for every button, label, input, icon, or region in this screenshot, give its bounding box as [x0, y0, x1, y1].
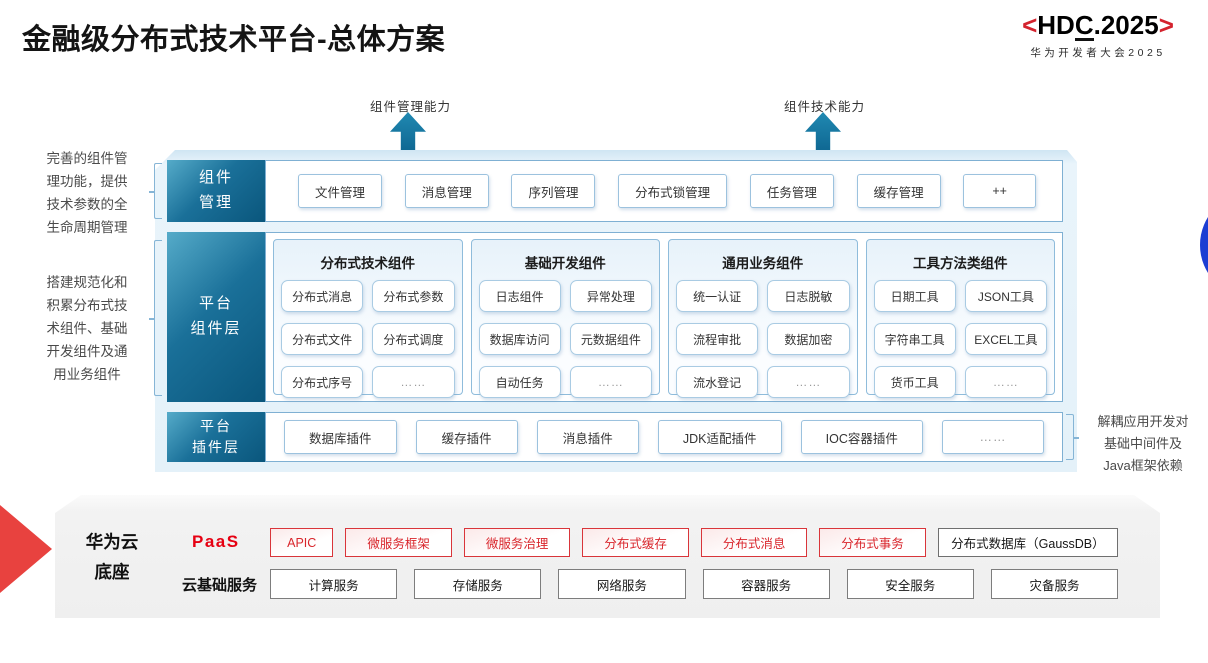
cloud-service-box: 灾备服务 [990, 569, 1119, 599]
component-group: 通用业务组件统一认证日志脱敏流程审批数据加密流水登记…… [668, 239, 858, 398]
group-grid: 分布式消息分布式参数分布式文件分布式调度分布式序号…… [281, 280, 455, 398]
component-pill: 字符串工具 [873, 323, 956, 355]
left-bracket-icon [149, 240, 162, 396]
left-note-platform-components: 搭建规范化和 积累分布式技 术组件、基础 开发组件及通 用业务组件 [46, 275, 128, 382]
component-box: 消息管理 [404, 174, 489, 208]
component-pill: 日志组件 [478, 280, 561, 312]
hdc-logo-text: <HDC.2025> [1022, 10, 1174, 41]
component-group: 分布式技术组件分布式消息分布式参数分布式文件分布式调度分布式序号…… [273, 239, 463, 398]
up-arrow-icon [390, 112, 426, 154]
component-pill: 分布式序号 [281, 366, 364, 398]
up-arrow-icon [805, 112, 841, 154]
paas-box: 微服务治理 [463, 528, 571, 557]
red-arrow-icon [0, 505, 52, 593]
cloud-service-box: 存储服务 [414, 569, 542, 599]
cloud-services-label: 云基础服务 [182, 577, 258, 594]
paas-box: APIC [270, 528, 334, 557]
component-box: 任务管理 [749, 174, 834, 208]
plugin-box: JDK适配插件 [657, 420, 782, 454]
group-title: 基础开发组件 [524, 256, 606, 271]
plugin-box: 数据库插件 [284, 420, 397, 454]
hdc-logo: <HDC.2025> 华为开发者大会2025 [998, 10, 1198, 60]
row-label-platform-components: 平台 组件层 [167, 232, 265, 402]
component-pill: 元数据组件 [569, 323, 652, 355]
component-pill: 流程审批 [676, 323, 759, 355]
component-pill: 分布式消息 [281, 280, 364, 312]
component-pill: …… [767, 366, 850, 398]
capability-label-management: 组件管理能力 [370, 100, 452, 114]
blue-circle-decoration-icon [1200, 192, 1208, 298]
paas-label: PaaS [192, 532, 240, 551]
component-pill: 日志脱敏 [767, 280, 850, 312]
hdc-logo-subtitle: 华为开发者大会2025 [1030, 47, 1166, 59]
paas-box: 分布式事务 [819, 528, 926, 557]
component-pill: 分布式参数 [372, 280, 455, 312]
component-pill: JSON工具 [964, 280, 1047, 312]
component-pill: 分布式文件 [281, 323, 364, 355]
component-pill: 流水登记 [676, 366, 759, 398]
plugin-box: …… [942, 420, 1044, 454]
plugin-box: 消息插件 [536, 420, 639, 454]
capability-label-technology: 组件技术能力 [784, 100, 866, 114]
component-pill: 数据库访问 [478, 323, 561, 355]
component-pill: …… [964, 366, 1047, 398]
row-label-platform-plugins: 平台 插件层 [167, 412, 265, 462]
component-pill: 统一认证 [676, 280, 759, 312]
paas-box: 微服务框架 [345, 528, 452, 557]
left-note-component-mgmt: 完善的组件管 理功能，提供 技术参数的全 生命周期管理 [46, 151, 128, 235]
cloud-service-box: 计算服务 [270, 569, 398, 599]
component-pill: 自动任务 [478, 366, 561, 398]
component-box: 分布式锁管理 [618, 174, 728, 208]
row-label-component-mgmt: 组件 管理 [167, 160, 265, 222]
group-grid: 统一认证日志脱敏流程审批数据加密流水登记…… [676, 280, 850, 398]
component-pill: EXCEL工具 [964, 323, 1047, 355]
group-title: 分布式技术组件 [320, 256, 416, 271]
right-note-decoupling: 解耦应用开发对 基础中间件及 Java框架依赖 [1097, 414, 1189, 473]
paas-boxes: APIC 微服务框架微服务治理分布式缓存分布式消息分布式事务分布式数据库（Gaus… [270, 528, 1118, 557]
page-title: 金融级分布式技术平台-总体方案 [22, 24, 446, 56]
cloud-service-box: 安全服务 [846, 569, 974, 599]
logo-right-angle-icon: > [1158, 10, 1174, 40]
component-group: 基础开发组件日志组件异常处理数据库访问元数据组件自动任务…… [470, 239, 660, 398]
paas-box: 分布式缓存 [582, 528, 689, 557]
platform-component-groups: 分布式技术组件分布式消息分布式参数分布式文件分布式调度分布式序号……基础开发组件… [265, 232, 1063, 402]
component-pill: 分布式调度 [372, 323, 455, 355]
plugin-box: IOC容器插件 [800, 420, 923, 454]
paas-db-box: 分布式数据库（GaussDB） [937, 528, 1118, 557]
group-title: 工具方法类组件 [913, 256, 1008, 271]
component-box: 文件管理 [298, 174, 383, 208]
component-pill: …… [372, 366, 455, 398]
cloud-service-box: 网络服务 [558, 569, 686, 599]
component-mgmt-boxes: 文件管理消息管理序列管理分布式锁管理任务管理缓存管理 ++ [265, 160, 1063, 222]
cloud-base-label: 华为云 底座 [85, 532, 139, 582]
component-pill: …… [569, 366, 652, 398]
right-bracket-icon [1066, 414, 1079, 460]
cloud-service-box: 容器服务 [702, 569, 830, 599]
group-grid: 日志组件异常处理数据库访问元数据组件自动任务…… [478, 280, 652, 398]
component-box: 序列管理 [511, 174, 596, 208]
logo-left-angle-icon: < [1022, 10, 1038, 40]
component-pill: 货币工具 [873, 366, 956, 398]
platform-plugin-boxes: 数据库插件缓存插件消息插件 JDK适配插件 IOC容器插件 …… [265, 412, 1063, 462]
component-box: ++ [963, 174, 1036, 208]
left-bracket-icon [149, 163, 162, 219]
paas-box: 分布式消息 [700, 528, 808, 557]
component-pill: 异常处理 [569, 280, 652, 312]
plugin-box: 缓存插件 [415, 420, 518, 454]
component-pill: 数据加密 [767, 323, 850, 355]
group-title: 通用业务组件 [722, 256, 804, 271]
component-pill: 日期工具 [873, 280, 956, 312]
component-box: 缓存管理 [856, 174, 941, 208]
cloud-service-boxes: 计算服务存储服务网络服务容器服务安全服务灾备服务 [270, 569, 1119, 599]
